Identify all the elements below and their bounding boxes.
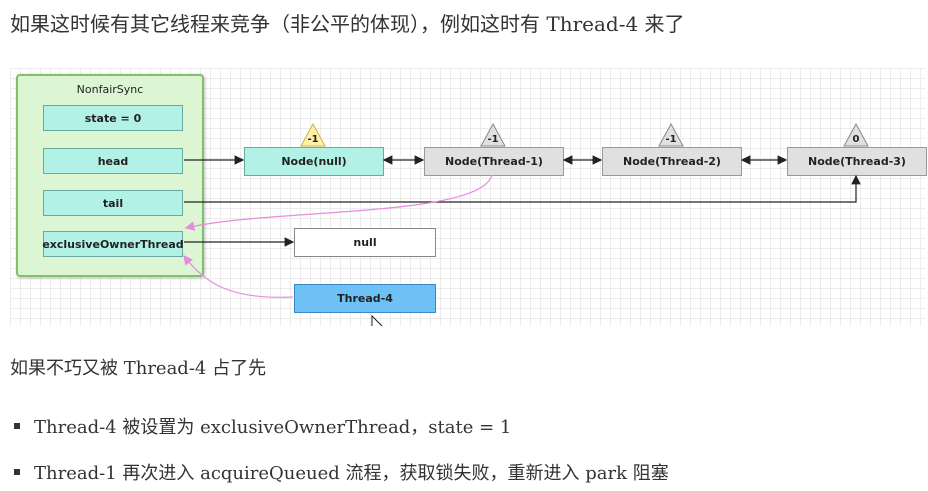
node-thread-1: Node(Thread-1) bbox=[424, 147, 564, 176]
thread4-owner-pink-arrow bbox=[183, 255, 294, 298]
tail-pointer-arrow bbox=[184, 174, 861, 203]
waitstatus-triangle-null bbox=[300, 122, 326, 147]
null-box: null bbox=[294, 228, 436, 257]
bullet-item-1: Thread-4 被设置为 exclusiveOwnerThread，state… bbox=[14, 413, 511, 439]
waitstatus-triangle-t2 bbox=[658, 122, 684, 147]
waitstatus-label-t1: -1 bbox=[487, 134, 498, 145]
aqs-diagram: NonfairSync state = 0 head tail exclusiv… bbox=[10, 68, 927, 326]
thread-4-box: Thread-4 bbox=[294, 284, 436, 313]
mouse-cursor-icon bbox=[371, 314, 383, 326]
head-field: head bbox=[43, 148, 183, 174]
bullet-item-2: Thread-1 再次进入 acquireQueued 流程，获取锁失败，重新进… bbox=[14, 459, 669, 485]
bullet-dot-icon bbox=[14, 423, 20, 429]
bullet-text-1: Thread-4 被设置为 exclusiveOwnerThread，state… bbox=[34, 417, 512, 438]
top-heading: 如果这时候有其它线程来竞争（非公平的体现），例如这时有 Thread-4 来了 bbox=[10, 12, 685, 36]
bullet-text-2: Thread-1 再次进入 acquireQueued 流程，获取锁失败，重新进… bbox=[34, 463, 669, 484]
bottom-heading: 如果不巧又被 Thread-4 占了先 bbox=[10, 358, 267, 379]
exclusive-owner-thread-field: exclusiveOwnerThread bbox=[42, 231, 184, 257]
waitstatus-label-null: -1 bbox=[307, 134, 318, 145]
node-null: Node(null) bbox=[244, 147, 384, 176]
waitstatus-label-t3: 0 bbox=[853, 134, 860, 145]
diagram-links: -1 -1 -1 0 bbox=[183, 122, 869, 326]
thread1-owner-pink-arrow bbox=[184, 174, 493, 231]
node-thread-2: Node(Thread-2) bbox=[602, 147, 742, 176]
node-thread-3: Node(Thread-3) bbox=[787, 147, 927, 176]
bullet-dot-icon bbox=[14, 469, 20, 475]
waitstatus-triangle-t1 bbox=[480, 122, 506, 147]
waitstatus-label-t2: -1 bbox=[665, 134, 676, 145]
waitstatus-triangle-t3 bbox=[843, 122, 869, 147]
nonfairsync-title: NonfairSync bbox=[76, 83, 144, 96]
tail-field: tail bbox=[43, 190, 183, 216]
nonfairsync-box: NonfairSync state = 0 head tail exclusiv… bbox=[16, 74, 204, 277]
state-field: state = 0 bbox=[43, 105, 183, 131]
